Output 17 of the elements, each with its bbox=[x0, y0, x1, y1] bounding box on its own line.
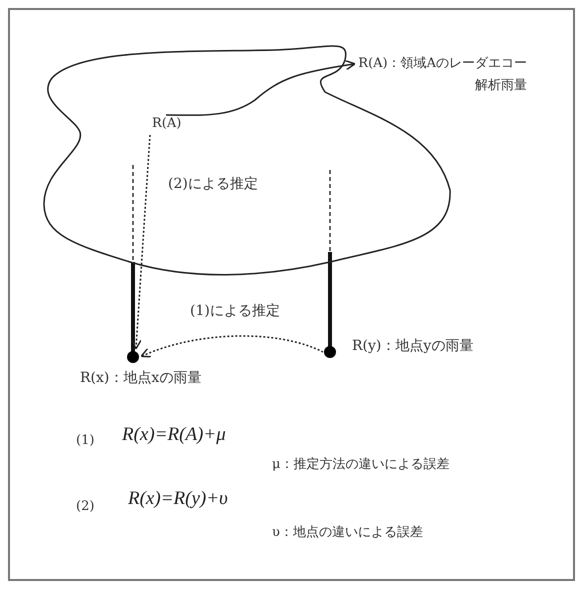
edge-label: (1)による推定 bbox=[190, 303, 280, 320]
caption-text: R(y)：地点yの雨量 bbox=[352, 338, 474, 355]
arrow bbox=[166, 60, 356, 116]
formula: R(x)=R(A)+μ bbox=[122, 426, 226, 443]
note-text: υ：地点の違いによる誤差 bbox=[272, 524, 423, 541]
caption-text: R(x)：地点xの雨量 bbox=[80, 370, 202, 387]
note-text: (1) bbox=[76, 432, 94, 449]
arrow bbox=[131, 134, 151, 350]
note-text: μ：推定方法の違いによる誤差 bbox=[272, 456, 450, 473]
text-label: R(A)：領域Aのレーダエコー解析雨量 bbox=[355, 53, 527, 95]
arrow bbox=[140, 335, 324, 358]
rain-gauge-point bbox=[127, 351, 139, 363]
edge-label: (2)による推定 bbox=[168, 176, 258, 193]
rain-gauge-point bbox=[324, 346, 336, 358]
text-label: R(A) bbox=[152, 115, 206, 135]
note-text: (2) bbox=[76, 498, 94, 515]
formula: R(x)=R(y)+υ bbox=[128, 490, 228, 507]
